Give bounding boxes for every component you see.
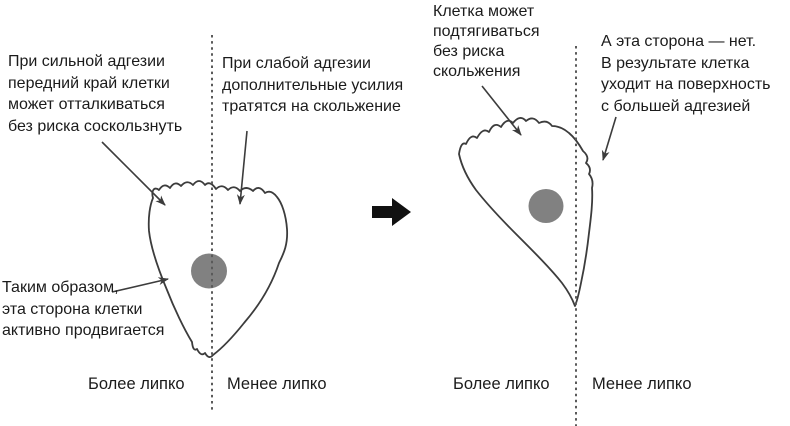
annotation-advancing-side: Таким образом, эта сторона клетки активн…: [2, 279, 165, 339]
label-more-sticky-before: Более липко: [88, 375, 185, 393]
leader-arrow-other-side: [601, 116, 617, 161]
leader-arrow-advancing-side: [111, 277, 169, 293]
annotation-other-side: А эта сторона — нет. В результате клетка…: [601, 33, 771, 115]
label-less-sticky-after: Менее липко: [592, 375, 692, 393]
leader-arrow-weak-adhesion: [236, 130, 248, 205]
annotation-pull-up: Клетка может подтягиваться без риска ско…: [433, 3, 540, 80]
label-more-sticky-after: Более липко: [453, 375, 550, 393]
annotation-strong-adhesion: При сильной адгезии передний край клетки…: [8, 53, 183, 135]
cell-outline-after: [458, 117, 594, 307]
nucleus-after: [528, 189, 564, 223]
leader-arrow-strong-adhesion: [101, 141, 166, 206]
annotation-weak-adhesion: При слабой адгезии дополнительные усилия…: [222, 55, 404, 115]
nucleus-before: [191, 253, 227, 289]
transition-arrow: [372, 198, 411, 226]
leader-arrow-pull-up: [481, 85, 522, 136]
label-less-sticky-before: Менее липко: [227, 375, 327, 393]
